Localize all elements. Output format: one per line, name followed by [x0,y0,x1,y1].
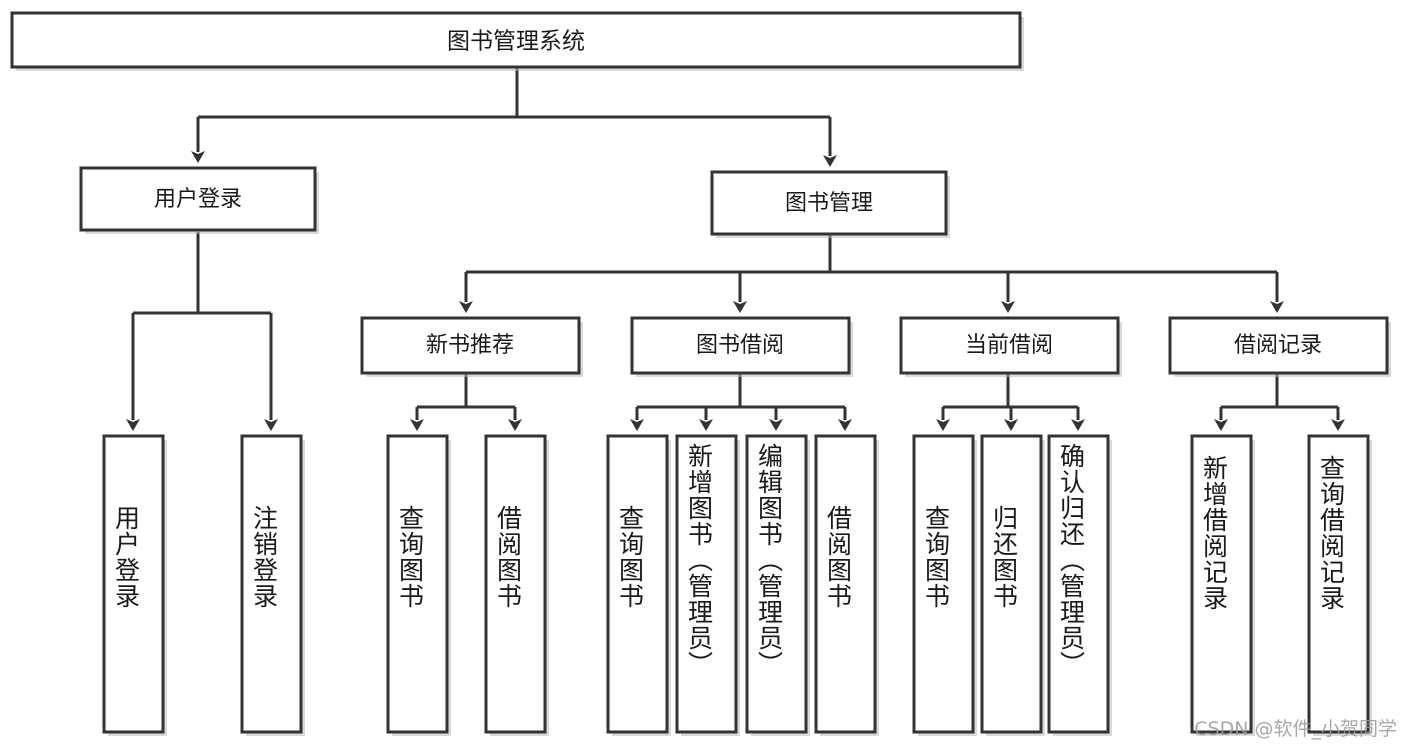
leaf-box-query-record[interactable] [1307,434,1372,736]
leaf-box-query-book-3[interactable] [912,434,977,736]
leaf-box-query-book-1[interactable] [386,434,451,736]
node-new-book-recommend-label: 新书推荐 [426,333,514,358]
node-user-login-label: 用户登录 [154,187,242,212]
connector-layer [126,67,1345,431]
node-new-book-recommend[interactable]: 新书推荐 [360,316,583,377]
node-book-manage-label: 图书管理 [785,191,873,216]
leaf-box-layer [102,434,1372,736]
node-root[interactable]: 图书管理系统 [10,11,1024,71]
leaf-box-add-record[interactable] [1190,434,1255,736]
leaf-box-confirm-return[interactable] [1047,434,1112,736]
node-current-borrow[interactable]: 当前借阅 [899,316,1122,377]
node-book-borrow[interactable]: 图书借阅 [630,316,853,377]
node-user-login[interactable]: 用户登录 [79,166,319,234]
leaf-box-add-book[interactable] [675,434,740,736]
leaf-box-user-login[interactable] [102,434,167,736]
leaf-box-edit-book[interactable] [745,434,810,736]
node-book-manage[interactable]: 图书管理 [710,170,950,238]
leaf-box-return-book[interactable] [980,434,1045,736]
node-current-borrow-label: 当前借阅 [965,333,1053,358]
csdn-watermark: CSDN @软件_小贺同学 [1194,718,1397,740]
node-borrow-record-label: 借阅记录 [1234,333,1322,358]
leaf-box-borrow-book-2[interactable] [814,434,879,736]
node-book-borrow-label: 图书借阅 [696,333,784,358]
leaf-box-logout-login[interactable] [240,434,305,736]
node-root-label: 图书管理系统 [447,29,585,55]
leaf-box-borrow-book-1[interactable] [484,434,549,736]
leaf-box-query-book-2[interactable] [606,434,671,736]
node-borrow-record[interactable]: 借阅记录 [1168,316,1391,377]
